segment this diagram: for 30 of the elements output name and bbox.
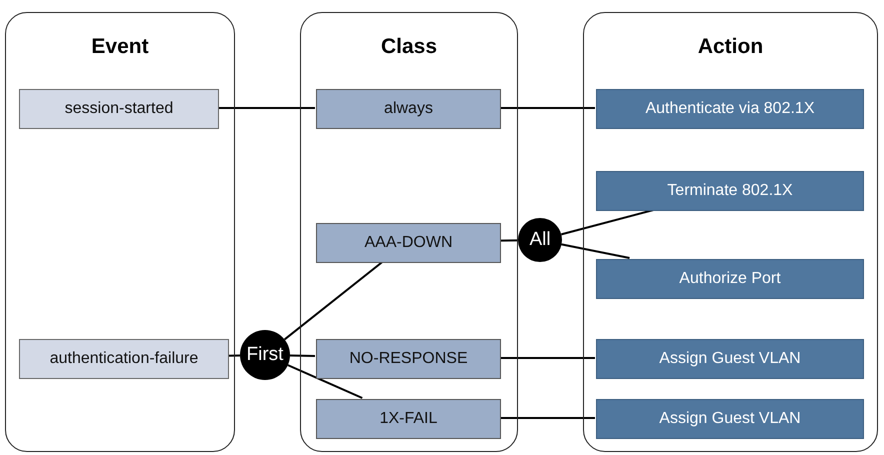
column-panel: [583, 12, 878, 452]
connector-line: [561, 243, 630, 259]
column-heading: Action: [696, 35, 764, 59]
action-box: Authorize Port: [596, 259, 864, 299]
connector-line: [500, 417, 595, 419]
connector-line: [290, 354, 316, 358]
column-heading: Class: [380, 35, 438, 59]
connector-line: [284, 261, 383, 340]
connector-line: [561, 209, 654, 236]
class-box: NO-RESPONSE: [316, 339, 501, 379]
class-box: 1X-FAIL: [316, 399, 501, 439]
operator-circle: All: [518, 218, 562, 262]
column-heading: Event: [90, 35, 150, 59]
class-box: AAA-DOWN: [316, 223, 501, 263]
action-box: Assign Guest VLAN: [596, 399, 864, 439]
action-box: Authenticate via 802.1X: [596, 89, 864, 129]
event-box: authentication-failure: [19, 339, 229, 379]
column-panel: [5, 12, 235, 452]
operator-circle: First: [240, 330, 290, 380]
connector-line: [500, 357, 595, 359]
column-panel: [300, 12, 518, 452]
connector-line: [500, 239, 518, 242]
event-box: session-started: [19, 89, 219, 129]
class-box: always: [316, 89, 501, 129]
connector-line: [287, 364, 363, 399]
connector-line: [228, 354, 240, 357]
connector-line: [218, 107, 315, 109]
connector-line: [500, 107, 595, 109]
action-box: Terminate 802.1X: [596, 171, 864, 211]
action-box: Assign Guest VLAN: [596, 339, 864, 379]
